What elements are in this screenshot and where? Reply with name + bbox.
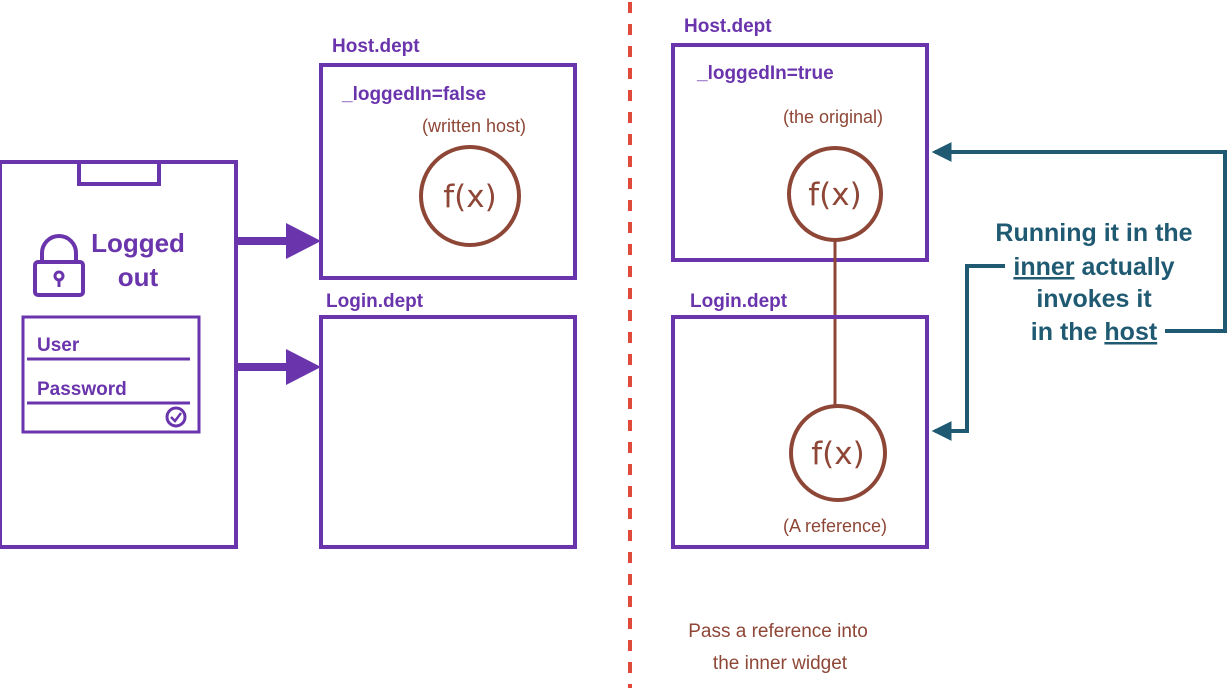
caption-line-2: the inner widget (713, 653, 848, 674)
explanation-line-4: in the host (1031, 318, 1158, 346)
check-icon[interactable] (165, 406, 187, 428)
left-login-box (319, 315, 577, 549)
left-host-fn-label: f(x) (443, 179, 496, 215)
right-login-box (671, 315, 929, 549)
explanation-line-1: Running it in the (995, 219, 1192, 247)
right-host-title: Host.dept (684, 16, 772, 37)
left-host-box (319, 63, 577, 280)
phone-speaker (77, 160, 161, 186)
right-login-note: (A reference) (783, 516, 887, 536)
explanation-inner-word: inner (1013, 253, 1074, 281)
user-label: User (37, 335, 80, 356)
right-host-note: (the original) (783, 107, 883, 127)
right-host-box (671, 43, 929, 262)
explanation-line-4-start: in the (1031, 318, 1105, 346)
right-login-title: Login.dept (690, 291, 788, 312)
left-host-state: _loggedIn=false (341, 84, 486, 105)
arrow-to-reference (931, 264, 1005, 441)
explanation-line-2: inner actually (1013, 253, 1174, 281)
phone-frame (0, 160, 238, 549)
explanation-text: Running it in the inner actually invokes… (995, 219, 1192, 346)
status-subtitle: out (118, 262, 159, 292)
explanation-line-3: invokes it (1036, 285, 1152, 313)
caption-line-1: Pass a reference into (688, 621, 868, 642)
arrow-to-login (236, 349, 321, 385)
arrow-to-host-original (931, 142, 1227, 333)
left-login-title: Login.dept (326, 291, 424, 312)
password-label: Password (37, 379, 127, 400)
left-host-fn-circle (419, 145, 521, 247)
right-login-fn-label: f(x) (811, 436, 864, 472)
explanation-host-word: host (1104, 318, 1157, 346)
arrow-to-host (236, 223, 321, 259)
explanation-line-2-rest: actually (1075, 253, 1175, 281)
phone: Logged out User Password (0, 160, 238, 549)
left-host-title: Host.dept (332, 36, 420, 57)
right-host-state: _loggedIn=true (696, 63, 834, 84)
left-host-note: (written host) (422, 116, 526, 136)
right-host-fn-label: f(x) (808, 177, 861, 213)
right-login-fn-circle (789, 404, 887, 502)
lock-icon (33, 234, 85, 297)
status-title: Logged (91, 228, 185, 258)
login-form (21, 315, 201, 434)
